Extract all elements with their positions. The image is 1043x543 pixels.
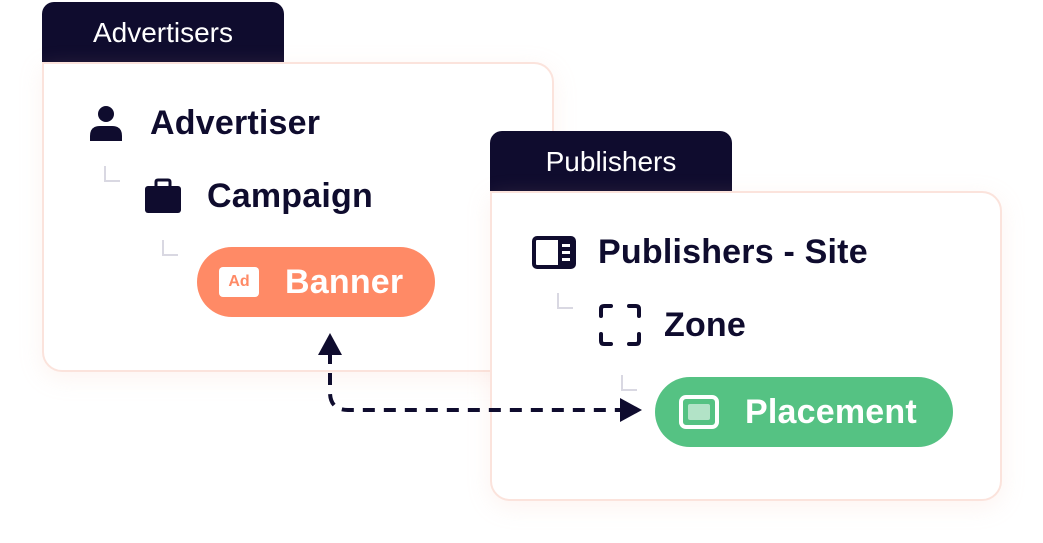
advertisers-tab: Advertisers	[42, 2, 284, 64]
zone-row: Zone	[598, 302, 746, 348]
website-icon	[532, 232, 576, 272]
ad-badge-icon: Ad	[219, 267, 259, 297]
advertisers-tab-label: Advertisers	[92, 17, 234, 48]
publishers-tab-label: Publishers	[545, 146, 677, 177]
advertisers-card	[42, 62, 554, 372]
zone-label: Zone	[664, 305, 747, 344]
screen-icon	[679, 395, 719, 429]
publishers-tab: Publishers	[490, 131, 732, 193]
tree-connector	[557, 293, 573, 309]
placement-label: Placement	[745, 392, 917, 431]
advertiser-row: Advertiser	[86, 100, 320, 146]
campaign-label: Campaign	[207, 176, 373, 215]
tree-connector	[104, 166, 120, 182]
dashed-frame-icon	[598, 303, 642, 347]
briefcase-icon	[143, 176, 183, 216]
site-label: Publishers - Site	[598, 232, 868, 271]
banner-pill[interactable]: Ad Banner	[197, 247, 435, 317]
tree-connector	[162, 240, 178, 256]
banner-label: Banner	[285, 262, 404, 301]
advertiser-label: Advertiser	[150, 103, 321, 142]
tree-connector	[621, 375, 637, 391]
campaign-row: Campaign	[143, 173, 373, 219]
placement-pill[interactable]: Placement	[655, 377, 953, 447]
site-row: Publishers - Site	[532, 229, 868, 275]
user-icon	[86, 103, 126, 143]
